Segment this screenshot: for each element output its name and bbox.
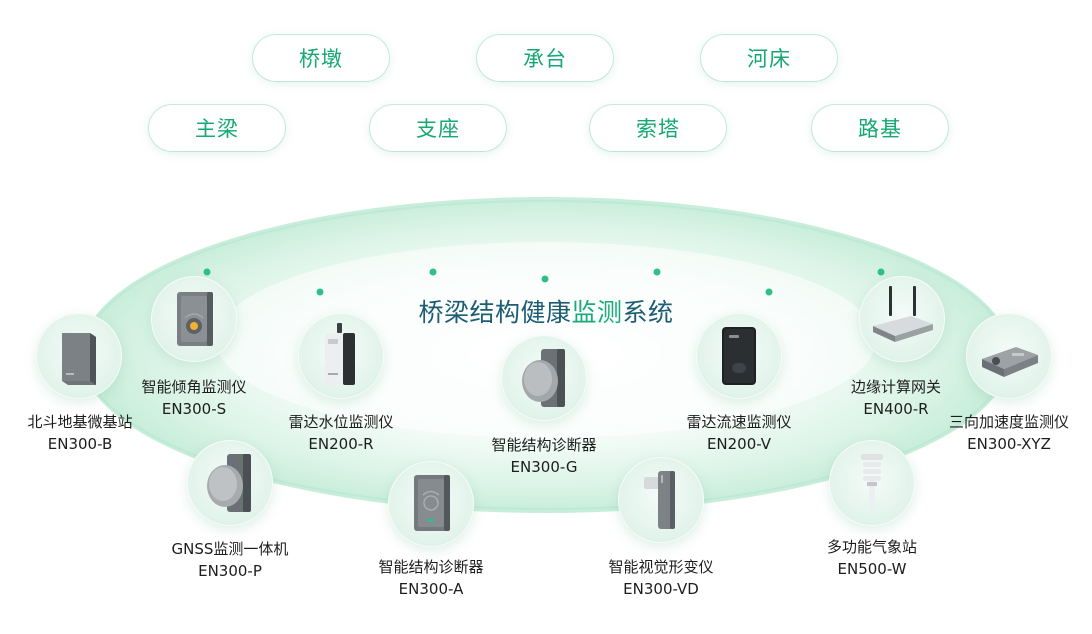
device-gateway-label: 边缘计算网关 EN400-R xyxy=(796,376,996,420)
connector-dot-zhuliang xyxy=(203,268,211,276)
device-diag-g-name: 智能结构诊断器 xyxy=(491,436,597,454)
diagnostic-a-icon xyxy=(414,475,450,531)
gateway-router-icon xyxy=(873,286,933,342)
accelerometer-icon xyxy=(982,347,1038,377)
device-accel-model: EN300-XYZ xyxy=(967,435,1051,453)
device-diag-a-label: 智能结构诊断器 EN300-A xyxy=(331,556,531,600)
device-beidou xyxy=(36,313,122,399)
device-weather-name: 多功能气象站 xyxy=(826,538,917,556)
device-gateway xyxy=(859,276,945,362)
device-weather-model: EN500-W xyxy=(837,560,907,578)
system-title: 桥梁结构健康监测系统 xyxy=(346,293,746,329)
device-diag-a-name: 智能结构诊断器 xyxy=(378,558,484,576)
device-gateway-name: 边缘计算网关 xyxy=(850,378,941,396)
device-diag-g-label: 智能结构诊断器 EN300-G xyxy=(444,434,644,478)
device-accel xyxy=(966,313,1052,399)
device-gnss-label: GNSS监测一体机 EN300-P xyxy=(130,538,330,582)
system-title-part1: 桥梁结构健康 xyxy=(418,298,572,327)
device-vision-label: 智能视觉形变仪 EN300-VD xyxy=(561,556,761,600)
connector-dot-hechuang xyxy=(765,288,773,296)
device-gateway-model: EN400-R xyxy=(863,400,929,418)
device-diag-a xyxy=(388,461,474,547)
component-pill-zhuliang: 主梁 xyxy=(149,105,285,151)
device-accel-label: 三向加速度监测仪 EN300-XYZ xyxy=(909,411,1092,455)
tilt-sensor-icon xyxy=(177,292,213,346)
connector-dot-suota xyxy=(653,268,661,276)
device-beidou-model: EN300-B xyxy=(47,435,113,453)
device-tilt xyxy=(151,276,237,362)
device-diag-a-model: EN300-A xyxy=(398,580,464,598)
gnss-receiver-icon xyxy=(207,454,251,512)
system-title-part2: 监测 xyxy=(571,298,623,327)
device-tilt-label: 智能倾角监测仪 EN300-S xyxy=(94,376,294,420)
component-pill-suota: 索塔 xyxy=(590,105,726,151)
device-radar-level xyxy=(298,313,384,399)
device-beidou-label: 北斗地基微基站 EN300-B xyxy=(0,411,180,455)
device-weather-label: 多功能气象站 EN500-W xyxy=(772,536,972,580)
vision-sensor-icon xyxy=(644,471,675,529)
connector-dot-qiaodun xyxy=(316,288,324,296)
device-vision-name: 智能视觉形变仪 xyxy=(608,558,714,576)
device-radar-flow-name: 雷达流速监测仪 xyxy=(686,413,792,431)
component-pill-chengtai: 承台 xyxy=(477,35,613,81)
component-pill-luji: 路基 xyxy=(812,105,948,151)
station-box-icon xyxy=(62,333,96,385)
component-pill-zhizuo: 支座 xyxy=(370,105,506,151)
device-tilt-name: 智能倾角监测仪 xyxy=(141,378,247,396)
device-diag-g-model: EN300-G xyxy=(510,458,578,476)
device-weather xyxy=(829,440,915,526)
component-pill-qiaodun: 桥墩 xyxy=(253,35,389,81)
radar-level-icon xyxy=(325,323,355,385)
device-radar-level-model: EN200-R xyxy=(308,435,374,453)
device-radar-level-name: 雷达水位监测仪 xyxy=(288,413,394,431)
device-beidou-name: 北斗地基微基站 xyxy=(27,413,133,431)
device-gnss xyxy=(187,440,273,526)
device-vision xyxy=(618,457,704,543)
device-radar-flow-model: EN200-V xyxy=(706,435,772,453)
device-diag-g xyxy=(501,335,587,421)
device-gnss-name: GNSS监测一体机 xyxy=(171,540,289,558)
diagnostic-g-icon xyxy=(522,349,565,407)
component-pill-hechuang: 河床 xyxy=(701,35,837,81)
device-vision-model: EN300-VD xyxy=(623,580,699,598)
connector-dot-zhizuo xyxy=(429,268,437,276)
connector-dot-luji xyxy=(877,268,885,276)
device-gnss-model: EN300-P xyxy=(198,562,262,580)
connector-dot-chengtai xyxy=(541,275,549,283)
device-tilt-model: EN300-S xyxy=(161,400,227,418)
device-radar-flow xyxy=(696,313,782,399)
weather-station-icon xyxy=(861,454,883,511)
system-title-part3: 系统 xyxy=(622,298,674,327)
device-radar-flow-label: 雷达流速监测仪 EN200-V xyxy=(639,411,839,455)
device-accel-name: 三向加速度监测仪 xyxy=(948,413,1069,431)
radar-flow-icon xyxy=(722,327,756,385)
device-radar-level-label: 雷达水位监测仪 EN200-R xyxy=(241,411,441,455)
